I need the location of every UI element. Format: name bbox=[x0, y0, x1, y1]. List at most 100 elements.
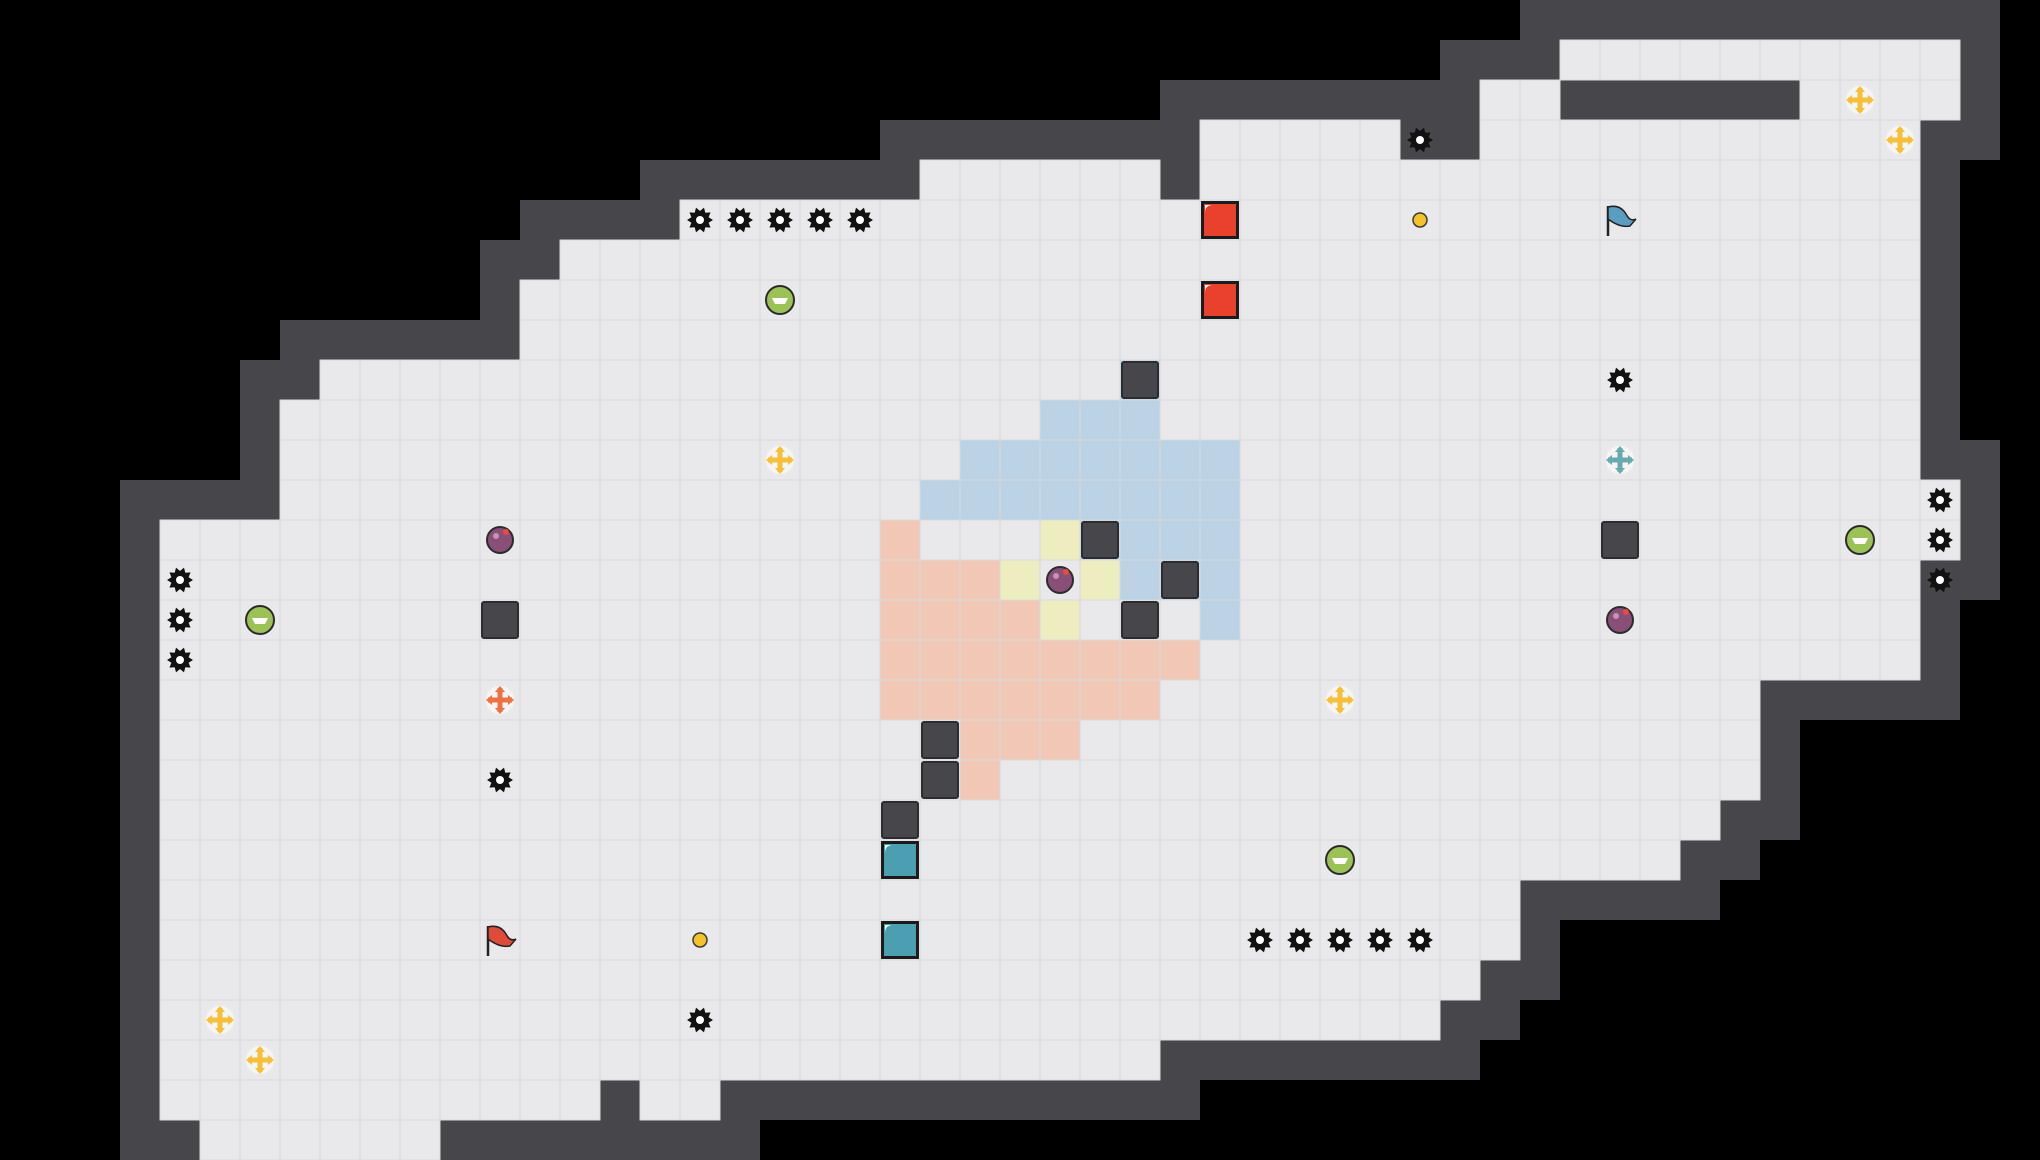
floor-tile bbox=[1279, 639, 1321, 681]
floor-tile bbox=[639, 399, 681, 441]
blue-zone-tile bbox=[1159, 439, 1201, 481]
floor-tile bbox=[1639, 319, 1681, 361]
floor-tile bbox=[679, 479, 721, 521]
floor-tile bbox=[519, 519, 561, 561]
floor-tile bbox=[359, 519, 401, 561]
floor-tile bbox=[959, 399, 1001, 441]
floor-tile bbox=[1079, 759, 1121, 801]
floor-tile bbox=[199, 1039, 241, 1081]
spiked-mine-icon bbox=[1927, 567, 1953, 593]
floor-tile bbox=[559, 399, 601, 441]
floor-tile bbox=[759, 999, 801, 1041]
floor-tile bbox=[1519, 239, 1561, 281]
floor-tile bbox=[839, 599, 881, 641]
floor-tile bbox=[1479, 719, 1521, 761]
floor-tile bbox=[639, 719, 681, 761]
floor-tile bbox=[399, 999, 441, 1041]
floor-tile bbox=[919, 919, 961, 961]
floor-tile bbox=[519, 479, 561, 521]
floor-tile bbox=[799, 399, 841, 441]
floor-tile bbox=[1439, 199, 1481, 241]
move-cross-icon bbox=[1846, 86, 1874, 114]
floor-tile bbox=[1599, 799, 1641, 841]
floor-tile bbox=[839, 959, 881, 1001]
orange-zone-tile bbox=[1039, 719, 1081, 761]
floor-tile bbox=[519, 679, 561, 721]
floor-tile bbox=[319, 1079, 361, 1121]
floor-tile bbox=[839, 679, 881, 721]
floor-tile bbox=[839, 399, 881, 441]
floor-tile bbox=[1719, 359, 1761, 401]
floor-tile bbox=[399, 599, 441, 641]
floor-tile bbox=[1359, 679, 1401, 721]
floor-tile bbox=[879, 719, 921, 761]
floor-tile bbox=[839, 879, 881, 921]
floor-tile bbox=[519, 719, 561, 761]
floor-tile bbox=[319, 959, 361, 1001]
floor-tile bbox=[1399, 799, 1441, 841]
yellow-zone-tile bbox=[999, 559, 1041, 601]
floor-tile bbox=[359, 1079, 401, 1121]
floor-tile bbox=[1759, 479, 1801, 521]
floor-tile bbox=[399, 639, 441, 681]
floor-tile bbox=[399, 1079, 441, 1121]
floor-tile bbox=[1239, 119, 1281, 161]
blue-zone-tile bbox=[959, 479, 1001, 521]
floor-tile bbox=[1719, 39, 1761, 81]
floor-tile bbox=[559, 1079, 601, 1121]
orange-zone-tile bbox=[999, 639, 1041, 681]
floor-tile bbox=[959, 239, 1001, 281]
floor-tile bbox=[1239, 519, 1281, 561]
floor-tile bbox=[1479, 199, 1521, 241]
floor-tile bbox=[639, 919, 681, 961]
shield-orb-icon bbox=[765, 285, 795, 315]
floor-tile bbox=[1519, 439, 1561, 481]
floor-tile bbox=[1199, 359, 1241, 401]
floor-tile bbox=[1559, 279, 1601, 321]
wall-block bbox=[1121, 601, 1159, 639]
floor-tile bbox=[799, 599, 841, 641]
floor-tile bbox=[1079, 919, 1121, 961]
floor-tile bbox=[719, 799, 761, 841]
floor-tile bbox=[919, 1039, 961, 1081]
floor-tile bbox=[1159, 879, 1201, 921]
floor-tile bbox=[959, 519, 1001, 561]
floor-tile bbox=[1239, 439, 1281, 481]
floor-tile bbox=[1359, 159, 1401, 201]
blue-zone-tile bbox=[1119, 559, 1161, 601]
floor-tile bbox=[1079, 239, 1121, 281]
floor-tile bbox=[1519, 399, 1561, 441]
floor-tile bbox=[1039, 359, 1081, 401]
floor-tile bbox=[639, 519, 681, 561]
floor-tile bbox=[799, 359, 841, 401]
floor-tile bbox=[1239, 199, 1281, 241]
floor-tile bbox=[799, 759, 841, 801]
floor-tile bbox=[479, 839, 521, 881]
floor-tile bbox=[1319, 359, 1361, 401]
floor-tile bbox=[1719, 319, 1761, 361]
floor-tile bbox=[719, 519, 761, 561]
floor-tile bbox=[1519, 599, 1561, 641]
floor-tile bbox=[1079, 959, 1121, 1001]
floor-tile bbox=[1119, 239, 1161, 281]
floor-tile bbox=[559, 959, 601, 1001]
floor-tile bbox=[1719, 599, 1761, 641]
floor-layer bbox=[159, 39, 1961, 1160]
floor-tile bbox=[719, 959, 761, 1001]
floor-tile bbox=[159, 1079, 201, 1121]
floor-tile bbox=[999, 839, 1041, 881]
floor-tile bbox=[1559, 479, 1601, 521]
floor-tile bbox=[1719, 119, 1761, 161]
floor-tile bbox=[1439, 359, 1481, 401]
floor-tile bbox=[319, 1039, 361, 1081]
floor-tile bbox=[839, 999, 881, 1041]
floor-tile bbox=[679, 279, 721, 321]
floor-tile bbox=[319, 639, 361, 681]
floor-tile bbox=[1839, 39, 1881, 81]
floor-tile bbox=[1759, 199, 1801, 241]
floor-tile bbox=[1519, 279, 1561, 321]
shield-orb-icon bbox=[245, 605, 275, 635]
floor-tile bbox=[1159, 239, 1201, 281]
floor-tile bbox=[1879, 519, 1921, 561]
floor-tile bbox=[999, 1039, 1041, 1081]
